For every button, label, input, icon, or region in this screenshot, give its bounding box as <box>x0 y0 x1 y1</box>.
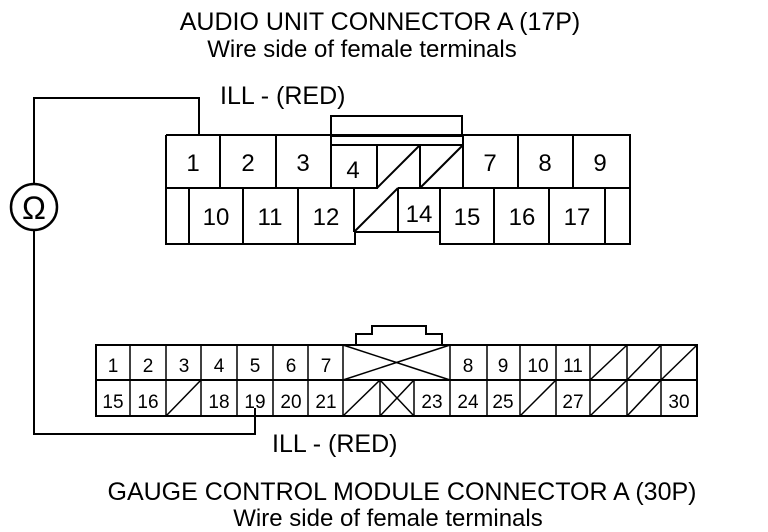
bottom-pin-30: 30 <box>668 392 689 413</box>
top-pin-16: 16 <box>509 204 536 231</box>
bottom-pin-25: 25 <box>492 392 513 413</box>
bottom-pin-4: 4 <box>214 356 225 377</box>
bottom-pin-2: 2 <box>143 356 154 377</box>
top-pin-3: 3 <box>296 150 309 177</box>
bottom-pin-21: 21 <box>315 392 336 413</box>
gauge-control-module-connector-a: 1 2 3 4 5 6 7 8 9 10 11 15 16 18 19 20 2… <box>95 325 698 417</box>
top-pin-11: 11 <box>258 204 283 231</box>
top-pin-9: 9 <box>593 150 606 177</box>
bottom-pin-8: 8 <box>463 356 474 377</box>
bottom-connector-title: GAUGE CONTROL MODULE CONNECTOR A (30P) <box>108 478 697 506</box>
top-pin-14: 14 <box>406 201 433 228</box>
bottom-pin-24: 24 <box>457 392 479 413</box>
top-pin-4: 4 <box>346 157 359 184</box>
bottom-pin-10: 10 <box>527 356 548 377</box>
ohm-symbol: Ω <box>22 190 46 226</box>
bottom-pin-3: 3 <box>179 356 190 377</box>
bottom-pin-16: 16 <box>137 392 158 413</box>
bottom-pin-27: 27 <box>562 392 583 413</box>
audio-unit-connector-a: 1 2 3 4 7 8 9 10 11 12 14 15 16 17 <box>165 115 631 245</box>
top-pin-17: 17 <box>564 204 591 231</box>
bottom-pin-7: 7 <box>321 356 332 377</box>
top-connector-subtitle: Wire side of female terminals <box>207 36 516 63</box>
top-wire-label: ILL - (RED) <box>220 82 345 110</box>
bottom-pin-9: 9 <box>498 356 509 377</box>
bottom-pin-18: 18 <box>208 392 229 413</box>
top-connector-title: AUDIO UNIT CONNECTOR A (17P) <box>180 8 581 36</box>
top-pin-15: 15 <box>454 204 481 231</box>
bottom-pin-20: 20 <box>280 392 301 413</box>
top-pin-2: 2 <box>241 150 254 177</box>
top-pin-12: 12 <box>313 204 340 231</box>
test-leads <box>33 97 256 435</box>
bottom-pin-15: 15 <box>102 392 123 413</box>
top-pin-10: 10 <box>203 204 230 231</box>
top-pin-7: 7 <box>483 150 496 177</box>
bottom-wire-label: ILL - (RED) <box>272 430 397 458</box>
bottom-connector-subtitle: Wire side of female terminals <box>233 505 542 532</box>
bottom-pin-6: 6 <box>286 356 297 377</box>
bottom-pin-11: 11 <box>563 356 583 377</box>
bottom-pin-1: 1 <box>108 356 119 377</box>
bottom-pin-19: 19 <box>244 392 265 413</box>
bottom-pin-23: 23 <box>421 392 442 413</box>
bottom-pin-5: 5 <box>250 356 261 377</box>
top-pin-8: 8 <box>538 150 551 177</box>
top-pin-1: 1 <box>186 150 199 177</box>
ohmmeter-icon: Ω <box>9 182 59 232</box>
